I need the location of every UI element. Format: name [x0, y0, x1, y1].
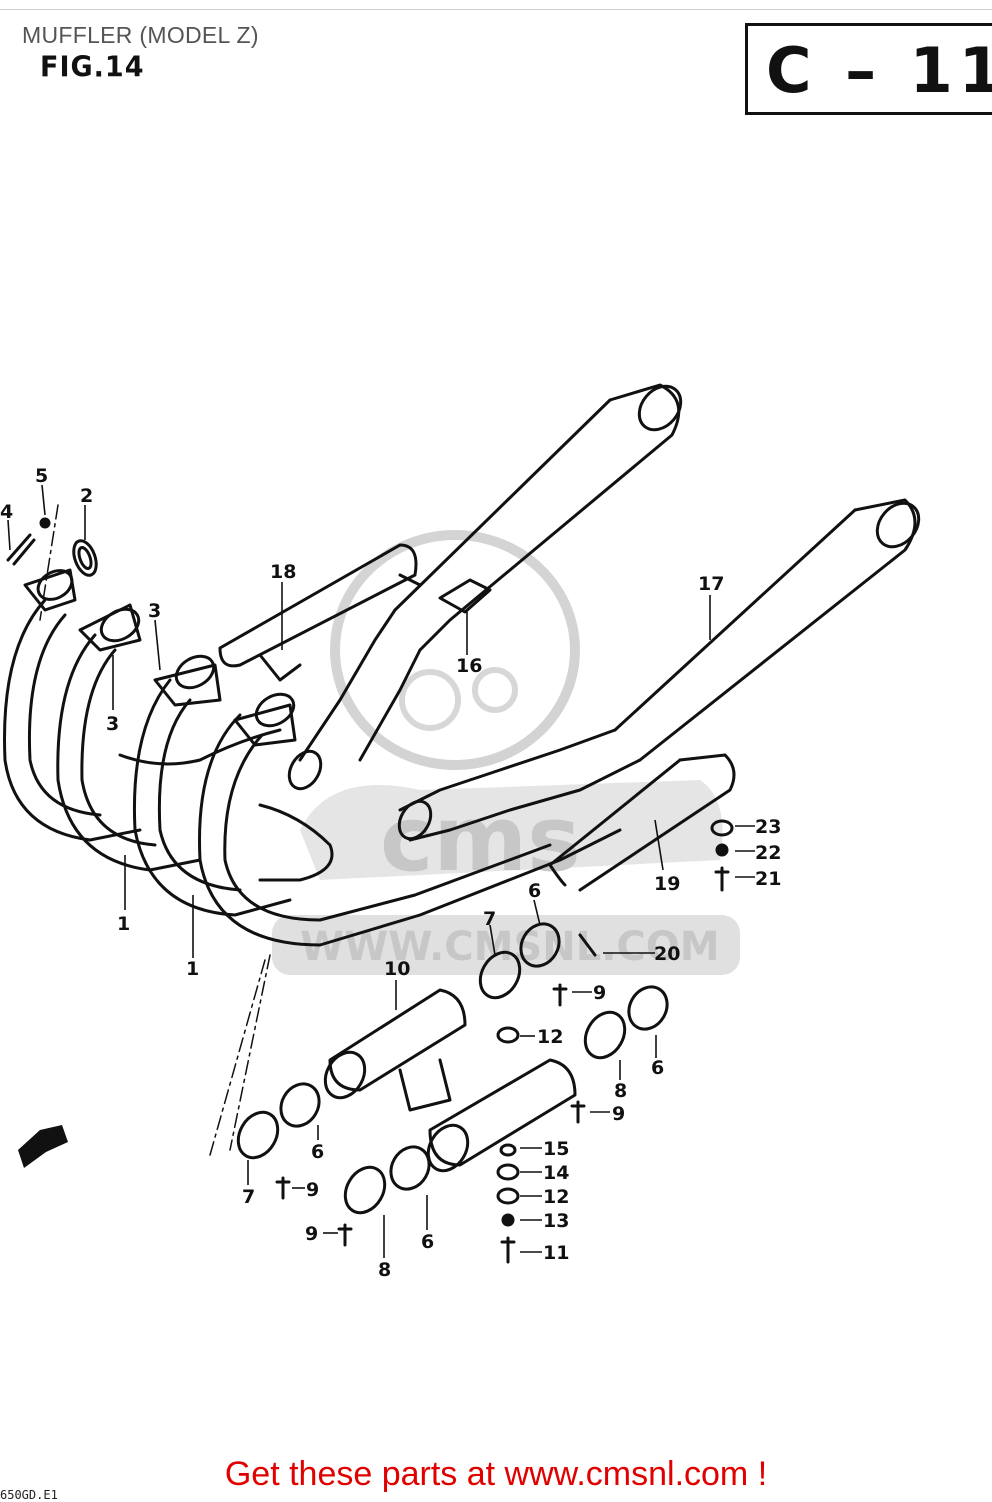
bolt-9b: [570, 1100, 586, 1124]
clamp-d: [583, 1010, 627, 1060]
callout-1a: 1: [117, 913, 130, 935]
nut-13: [501, 1213, 515, 1227]
figure-number: FIG.14: [40, 51, 145, 84]
callout-9b: 9: [612, 1103, 625, 1125]
exhaust-flange-d: [23, 568, 77, 612]
callout-10: 10: [384, 958, 410, 980]
section-code-box: C – 11: [745, 23, 992, 115]
callout-3a: 3: [148, 600, 161, 622]
exhaust-flange-c: [233, 692, 297, 747]
bolt-20: [578, 933, 597, 957]
callout-22: 22: [755, 842, 781, 864]
callout-9c: 9: [306, 1179, 319, 1201]
clamp-c: [478, 950, 522, 1000]
collar-15: [499, 1143, 517, 1157]
callout-12b: 12: [543, 1186, 569, 1208]
sleeve-b: [389, 1145, 431, 1191]
washer-23: [710, 819, 734, 837]
clamp-b: [343, 1165, 387, 1215]
washer-12b: [496, 1187, 520, 1205]
callout-11: 11: [543, 1242, 569, 1264]
washer-12a: [496, 1026, 520, 1044]
exhaust-flange-a: [78, 603, 142, 652]
sleeve-c: [519, 922, 561, 968]
gasket: [72, 539, 98, 577]
section-code: C – 11: [766, 34, 992, 107]
callout-7a: 7: [483, 908, 496, 930]
drawing-code: 650GD.E1: [0, 1488, 58, 1502]
callout-6b: 6: [651, 1057, 664, 1079]
bolt-9c: [275, 1176, 291, 1200]
page-title: MUFFLER (MODEL Z): [22, 22, 259, 48]
exhaust-pipe-2: [56, 633, 202, 872]
callout-21: 21: [755, 868, 781, 890]
callout-8a: 8: [614, 1080, 627, 1102]
callout-9a: 9: [593, 982, 606, 1004]
muffler-bracket: [218, 543, 422, 682]
front-direction-arrow: [18, 1125, 68, 1168]
callout-20: 20: [654, 943, 680, 965]
callout-6d: 6: [421, 1231, 434, 1253]
clamp-a: [236, 1110, 280, 1160]
stud-bolt: [6, 533, 36, 566]
muffler-left: [298, 383, 683, 762]
watermark-url-plate: [272, 915, 740, 975]
callout-3b: 3: [106, 713, 119, 735]
chamber-tailpipe: [548, 753, 736, 892]
bolt-21: [714, 866, 730, 892]
callout-14: 14: [543, 1162, 569, 1184]
callout-15: 15: [543, 1138, 569, 1160]
buy-parts-link[interactable]: Get these parts at www.cmsnl.com !: [224, 1455, 768, 1493]
callout-9d: 9: [305, 1223, 318, 1245]
balance-pipe: [323, 988, 577, 1173]
muffler-right: [397, 498, 921, 842]
bolt-9a: [552, 983, 568, 1007]
watermark-brand-plate: [300, 780, 723, 880]
callout-7b: 7: [242, 1186, 255, 1208]
exhaust-flange-b: [153, 654, 222, 707]
pipe-end-left: [287, 749, 323, 791]
callout-4: 4: [0, 501, 13, 523]
callout-2: 2: [80, 485, 93, 507]
nut-22: [715, 843, 729, 857]
callout-23: 23: [755, 816, 781, 838]
watermark-url: WWW.CMSNL.COM: [300, 924, 720, 970]
bolt-11: [500, 1236, 516, 1264]
callout-17: 17: [698, 573, 724, 595]
callout-labels: 5 2 4 3 3 1 1 18 16 17 19 20 23 22 21 6 …: [0, 465, 781, 1281]
exhaust-pipe-1: [3, 598, 142, 842]
assembly-guide-lines: [39, 504, 271, 1156]
exhaust-pipe-3: [132, 678, 292, 917]
washer: [39, 517, 51, 529]
muffler-clamp: [438, 578, 492, 614]
callout-1b: 1: [186, 958, 199, 980]
sleeve-a: [279, 1082, 321, 1128]
callout-5: 5: [35, 465, 48, 487]
top-divider: [0, 9, 992, 10]
sleeve-d: [627, 985, 669, 1031]
callout-16: 16: [456, 655, 482, 677]
watermark: cms WWW.CMSNL.COM: [272, 530, 740, 975]
callout-18: 18: [270, 561, 296, 583]
callout-6a: 6: [528, 880, 541, 902]
callout-8b: 8: [378, 1259, 391, 1281]
exhaust-pipe-4: [118, 713, 622, 947]
callout-19: 19: [654, 873, 680, 895]
callout-6c: 6: [311, 1141, 324, 1163]
callout-13: 13: [543, 1210, 569, 1232]
bolt-9d: [337, 1223, 353, 1247]
watermark-mascot-outline: [330, 530, 580, 770]
callout-12a: 12: [537, 1026, 563, 1048]
callout-leaders: [7, 484, 755, 1258]
cushion-14: [496, 1163, 520, 1181]
